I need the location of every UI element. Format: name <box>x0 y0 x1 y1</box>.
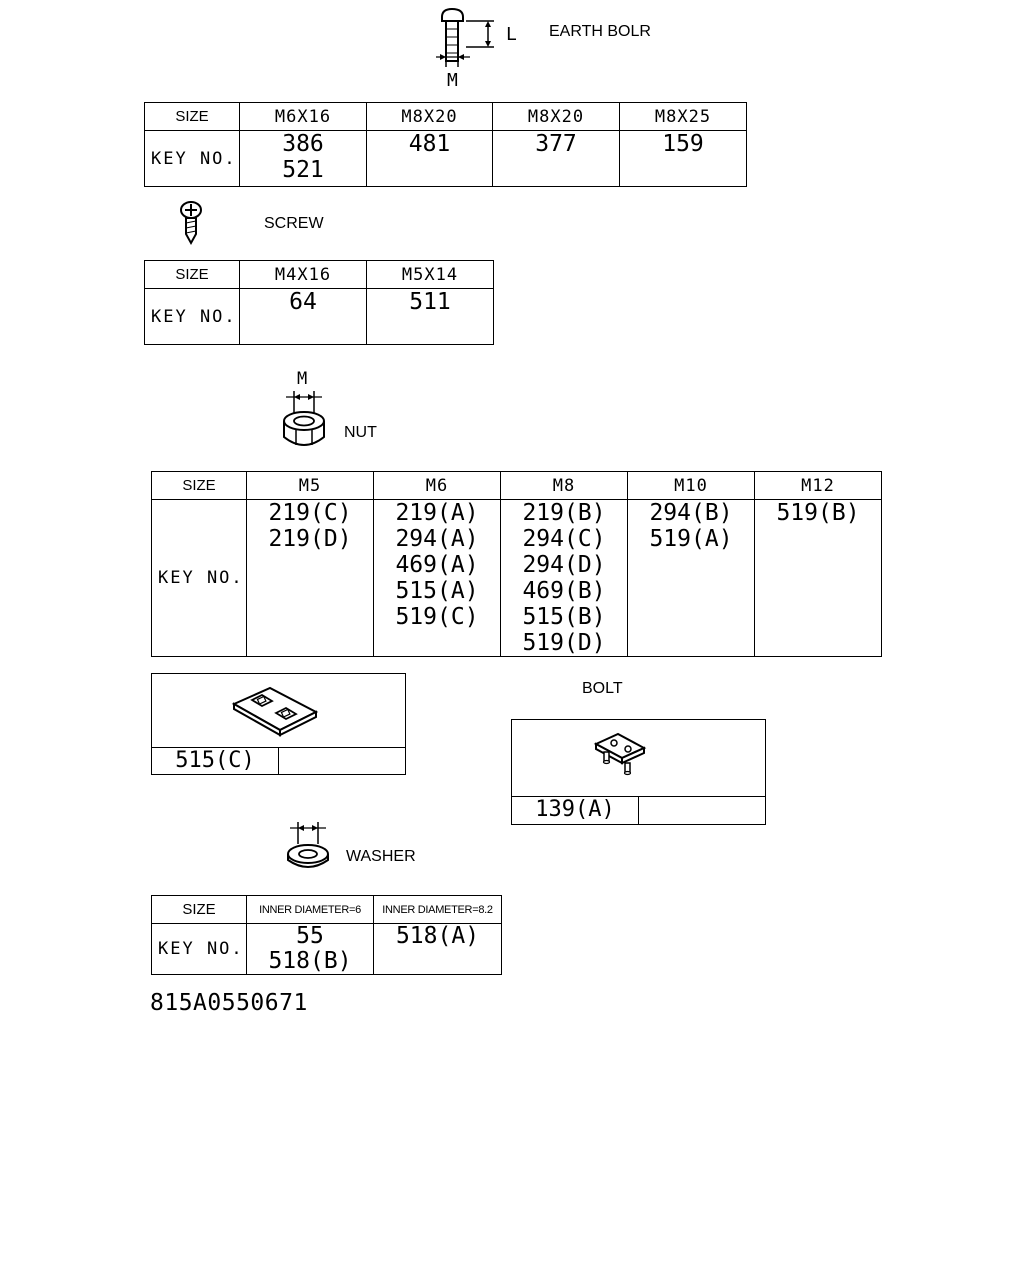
earth-bolt-dim-diameter: M <box>447 70 458 91</box>
key-cell: 511 <box>366 288 494 345</box>
size-header: SIZE <box>144 260 240 289</box>
screw-icon <box>180 201 202 246</box>
key-cell: 294(B) 519(A) <box>627 499 755 657</box>
bolt-key-row: 139(A) <box>512 796 765 824</box>
key-cell: 377 <box>492 130 620 187</box>
key-cell: 219(C) 219(D) <box>246 499 374 657</box>
key-value: 511 <box>409 289 451 315</box>
key-value: 515(B) <box>522 604 606 630</box>
key-value: 294(D) <box>522 552 606 578</box>
key-value: 469(A) <box>395 552 479 578</box>
earth-bolt-title: EARTH BOLR <box>549 23 651 40</box>
size-header: SIZE <box>144 102 240 131</box>
plate-key-row: 515(C) <box>152 747 405 774</box>
size-cell: INNER DIAMETER=8.2 <box>373 895 502 924</box>
plate-icon <box>231 686 319 737</box>
key-no-label: KEY NO. <box>144 288 240 345</box>
key-cell: 159 <box>619 130 747 187</box>
nut-table: SIZE M5 M6 M8 M10 M12 KEY NO. 219(C) 219… <box>151 471 882 657</box>
key-cell: 518(A) <box>373 923 502 975</box>
key-value: 219(A) <box>395 500 479 526</box>
size-cell: M8X20 <box>366 102 493 131</box>
key-value: 219(C) <box>268 500 352 526</box>
key-value: 519(A) <box>649 526 733 552</box>
plate-key-extra <box>278 748 405 774</box>
key-no-label: KEY NO. <box>151 499 247 657</box>
size-cell: M12 <box>754 471 882 500</box>
key-value: 515(A) <box>395 578 479 604</box>
key-value: 518(A) <box>395 923 480 949</box>
key-cell: 519(B) <box>754 499 882 657</box>
drawing-number: 815A0550671 <box>150 990 308 1016</box>
key-value: 519(B) <box>776 500 860 526</box>
key-cell: 55 518(B) <box>246 923 374 975</box>
size-cell: M5 <box>246 471 374 500</box>
key-value: 64 <box>289 289 317 315</box>
key-cell: 64 <box>239 288 367 345</box>
size-cell: M4X16 <box>239 260 367 289</box>
screw-table: SIZE M4X16 M5X14 KEY NO. 64 511 <box>144 260 494 345</box>
key-value: 518(B) <box>268 948 352 974</box>
size-cell: M6X16 <box>239 102 367 131</box>
size-cell: M8X20 <box>492 102 620 131</box>
bolt-key: 139(A) <box>535 797 615 822</box>
earth-bolt-icon <box>436 7 494 67</box>
plate-part-box: 515(C) <box>151 673 406 775</box>
screw-title: SCREW <box>264 215 324 232</box>
key-no-label: KEY NO. <box>151 923 247 975</box>
key-value: 159 <box>662 131 704 157</box>
key-value: 481 <box>408 131 451 157</box>
washer-icon <box>287 822 329 868</box>
key-value: 386 <box>282 131 324 157</box>
nut-dim-diameter: M <box>297 369 308 389</box>
key-cell: 481 <box>366 130 493 187</box>
nut-title: NUT <box>344 424 377 441</box>
key-value: 219(D) <box>268 526 352 552</box>
key-cell: 386 521 <box>239 130 367 187</box>
key-value: 519(D) <box>522 630 606 656</box>
key-value: 294(C) <box>522 526 606 552</box>
washer-title: WASHER <box>346 848 416 865</box>
key-value: 469(B) <box>522 578 606 604</box>
size-cell: M10 <box>627 471 755 500</box>
key-cell: 219(B) 294(C) 294(D) 469(B) 515(B) 519(D… <box>500 499 628 657</box>
earth-bolt-dim-length: L <box>506 24 517 45</box>
size-cell: M5X14 <box>366 260 494 289</box>
key-value: 55 <box>296 923 324 949</box>
bolt-key-extra <box>638 797 765 824</box>
size-cell: INNER DIAMETER=6 <box>246 895 374 924</box>
key-no-label: KEY NO. <box>144 130 240 187</box>
washer-table: SIZE INNER DIAMETER=6 INNER DIAMETER=8.2… <box>151 895 502 975</box>
key-value: 294(A) <box>395 526 479 552</box>
nut-icon <box>283 391 325 446</box>
key-value: 219(B) <box>522 500 606 526</box>
key-cell: 219(A) 294(A) 469(A) 515(A) 519(C) <box>373 499 501 657</box>
plate-key: 515(C) <box>175 748 255 773</box>
earth-bolt-table: SIZE M6X16 M8X20 M8X20 M8X25 KEY NO. 386… <box>144 102 747 187</box>
key-value: 294(B) <box>649 500 733 526</box>
key-value: 377 <box>535 131 577 157</box>
bolt-part-box: 139(A) <box>511 719 766 825</box>
bolt-bracket-icon <box>593 732 647 776</box>
key-value: 521 <box>282 157 324 183</box>
key-value: 519(C) <box>395 604 479 630</box>
bolt-title: BOLT <box>582 680 623 697</box>
size-cell: M8X25 <box>619 102 747 131</box>
size-header: SIZE <box>151 895 247 924</box>
size-header: SIZE <box>151 471 247 500</box>
size-cell: M6 <box>373 471 501 500</box>
size-cell: M8 <box>500 471 628 500</box>
